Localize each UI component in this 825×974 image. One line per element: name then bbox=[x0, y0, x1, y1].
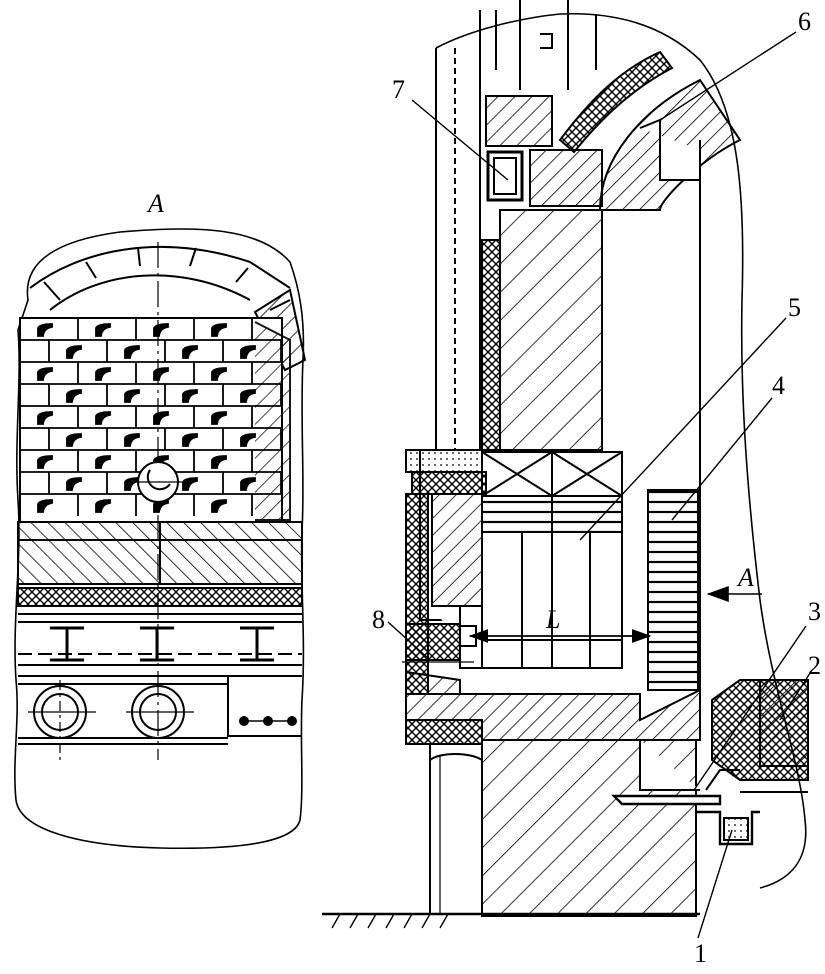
wall-insulation-strip bbox=[481, 239, 501, 451]
skirt-plate bbox=[611, 794, 722, 806]
brick-joint-mark bbox=[182, 389, 198, 403]
brick-joint-mark bbox=[182, 345, 198, 359]
leader-lines bbox=[387, 31, 813, 939]
brick-joint-mark bbox=[37, 323, 53, 337]
brick-joint-mark bbox=[124, 345, 140, 359]
brick-joint-mark bbox=[211, 411, 227, 425]
brick-joint-mark bbox=[37, 499, 53, 513]
view-a-break-outline bbox=[14, 228, 305, 850]
callout-6: 6 bbox=[798, 7, 811, 36]
callout-4: 4 bbox=[772, 371, 785, 400]
brick-joint-mark bbox=[95, 411, 111, 425]
callout-3: 3 bbox=[808, 597, 821, 626]
callout-5: 5 bbox=[788, 293, 801, 322]
brick-joint-mark bbox=[211, 323, 227, 337]
burner-block bbox=[405, 623, 461, 661]
brick-joint-mark bbox=[211, 367, 227, 381]
insulation-layer bbox=[17, 587, 303, 607]
brick-joint-mark bbox=[182, 433, 198, 447]
callout-1: 1 bbox=[694, 939, 707, 968]
dimension-L-label: L bbox=[545, 605, 560, 634]
upper-wall bbox=[499, 209, 603, 451]
side-wall bbox=[647, 489, 699, 691]
callout-7: 7 bbox=[392, 75, 405, 104]
brick-joint-mark bbox=[37, 367, 53, 381]
brick-joint-mark bbox=[66, 433, 82, 447]
view-a-section bbox=[14, 228, 307, 850]
brick-joint-mark bbox=[66, 477, 82, 491]
brick-joint-mark bbox=[124, 433, 140, 447]
i-beams bbox=[50, 626, 274, 662]
brick-joint-mark bbox=[95, 367, 111, 381]
callout-8: 8 bbox=[372, 605, 385, 634]
brick-joint-mark bbox=[211, 499, 227, 513]
view-arrow-a-label: A bbox=[736, 563, 754, 592]
view-a-arch-inner bbox=[49, 274, 251, 311]
brick-joint-mark bbox=[66, 389, 82, 403]
brick-joint-mark bbox=[37, 455, 53, 469]
brick-joint-mark bbox=[37, 411, 53, 425]
brick-joint-mark bbox=[95, 499, 111, 513]
brick-joint-mark bbox=[211, 455, 227, 469]
main-section bbox=[322, 0, 809, 929]
brick-joint-mark bbox=[182, 477, 198, 491]
brick-joint-mark bbox=[124, 389, 140, 403]
main-break-outline bbox=[435, 12, 807, 889]
brick-joint-mark bbox=[66, 345, 82, 359]
brick-joint-mark bbox=[95, 455, 111, 469]
view-a-arch-outer bbox=[29, 246, 291, 289]
view-a-label: A bbox=[146, 189, 164, 218]
brick-joint-mark bbox=[95, 323, 111, 337]
arch-insulation bbox=[558, 50, 674, 154]
callout-2: 2 bbox=[808, 651, 821, 680]
